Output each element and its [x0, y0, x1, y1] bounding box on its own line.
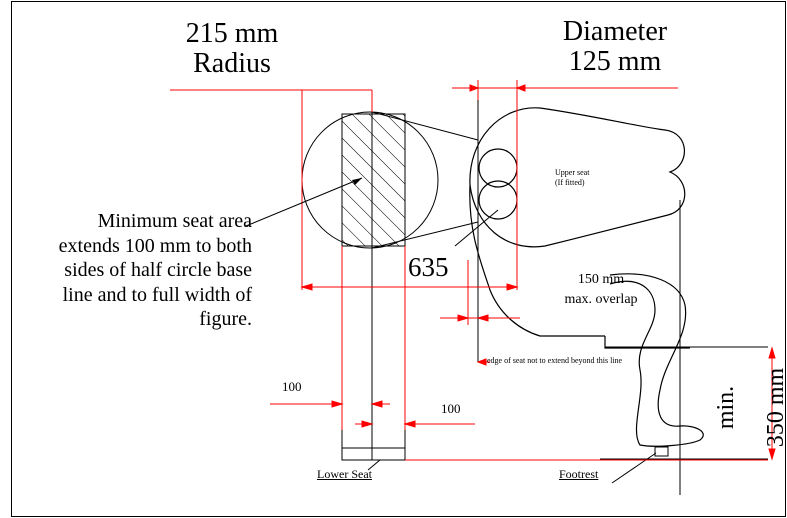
diameter-word: Diameter	[562, 16, 668, 47]
upper-seat-text: Upper seat	[555, 168, 590, 177]
upper-seat-label: Upper seat (If fitted)	[555, 168, 625, 188]
min-value: 350 mm	[763, 367, 787, 448]
radius-value: 215 mm	[185, 18, 279, 49]
note-leader-arrow	[352, 178, 362, 185]
diameter-label: Diameter 125 mm	[545, 18, 685, 76]
diameter-value: 125 mm	[568, 46, 662, 77]
radius-word: Radius	[193, 48, 271, 79]
min-height-label: min. 350 mm	[713, 358, 787, 458]
edge-note: edge of seat not to extend beyond this l…	[487, 356, 623, 365]
dimension-635: 635	[408, 252, 449, 282]
overlap-text: max. overlap	[564, 292, 638, 307]
dimension-lines	[170, 80, 776, 461]
drawing-frame	[11, 1, 786, 517]
overlap-label: 150 mm max. overlap	[552, 270, 650, 310]
footrest	[367, 446, 669, 484]
minimum-seat-area	[341, 113, 406, 247]
radius-label: 215 mm Radius	[172, 20, 292, 78]
upper-seat-note: (If fitted)	[555, 178, 585, 187]
dimension-100-right: 100	[441, 401, 461, 416]
lower-seat-label: Lower Seat	[317, 467, 372, 481]
upper-leader	[454, 209, 499, 247]
overlap-value: 150 mm	[577, 272, 625, 287]
footrest-label: Footrest	[559, 467, 599, 481]
seat-area-note: Minimum seat area extends 100 mm to both…	[58, 210, 252, 330]
note-leader	[245, 177, 363, 227]
min-word: min.	[713, 385, 740, 430]
dimension-100-left: 100	[282, 379, 302, 394]
